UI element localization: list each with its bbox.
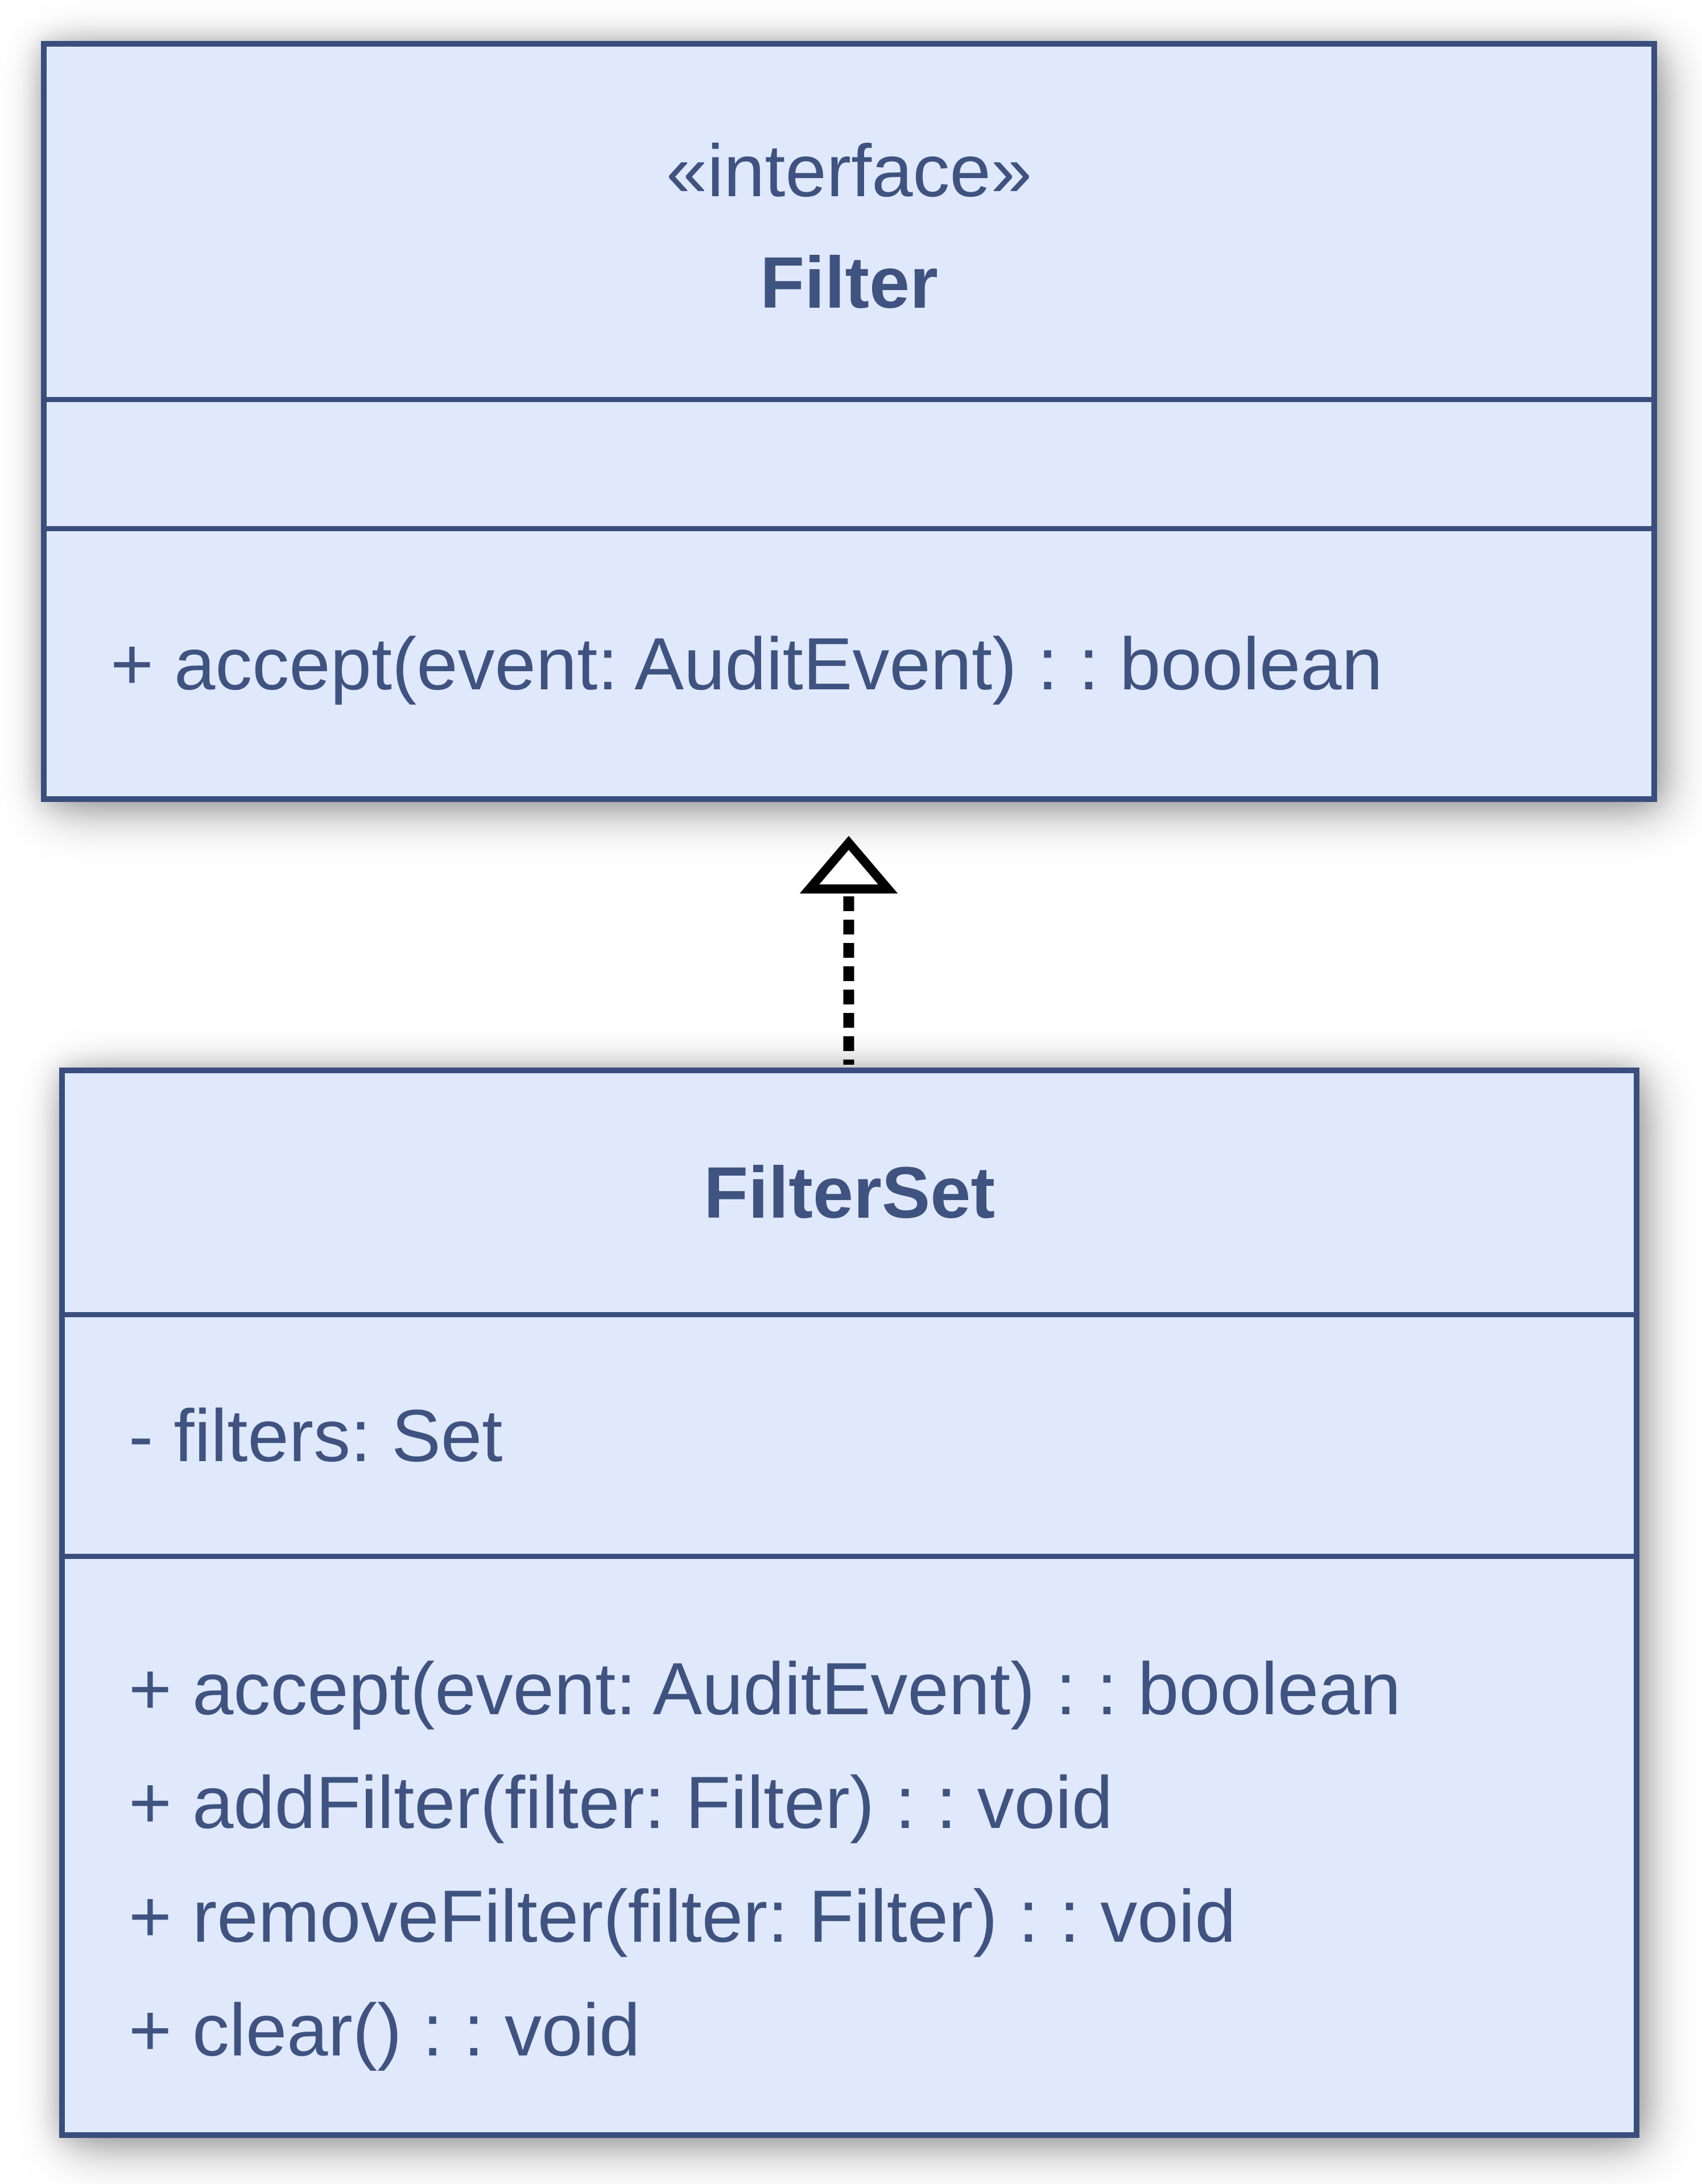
method-row: + accept(event: AuditEvent) : : boolean (110, 622, 1383, 705)
attributes-compartment-empty (47, 397, 1651, 526)
methods-compartment: + accept(event: AuditEvent) : : boolean … (65, 1554, 1634, 2132)
methods-compartment: + accept(event: AuditEvent) : : boolean (47, 526, 1651, 796)
attribute-row: - filters: Set (129, 1394, 503, 1477)
class-name: FilterSet (703, 1152, 995, 1234)
class-box-filterset[interactable]: FilterSet - filters: Set + accept(event:… (59, 1068, 1639, 2138)
attributes-compartment: - filters: Set (65, 1312, 1634, 1554)
method-row: + removeFilter(filter: Filter) : : void (129, 1875, 1236, 1958)
method-row: + clear() : : void (129, 1988, 641, 2071)
class-name: Filter (760, 242, 938, 324)
stereotype-label: «interface» (666, 129, 1032, 212)
realization-arrow[interactable] (798, 834, 900, 1068)
title-compartment: «interface» Filter (47, 47, 1651, 397)
method-row: + addFilter(filter: Filter) : : void (129, 1761, 1113, 1844)
hollow-triangle-arrowhead (799, 835, 898, 894)
method-row: + accept(event: AuditEvent) : : boolean (129, 1647, 1401, 1730)
title-compartment: FilterSet (65, 1073, 1634, 1312)
class-box-filter-interface[interactable]: «interface» Filter + accept(event: Audit… (41, 41, 1657, 802)
